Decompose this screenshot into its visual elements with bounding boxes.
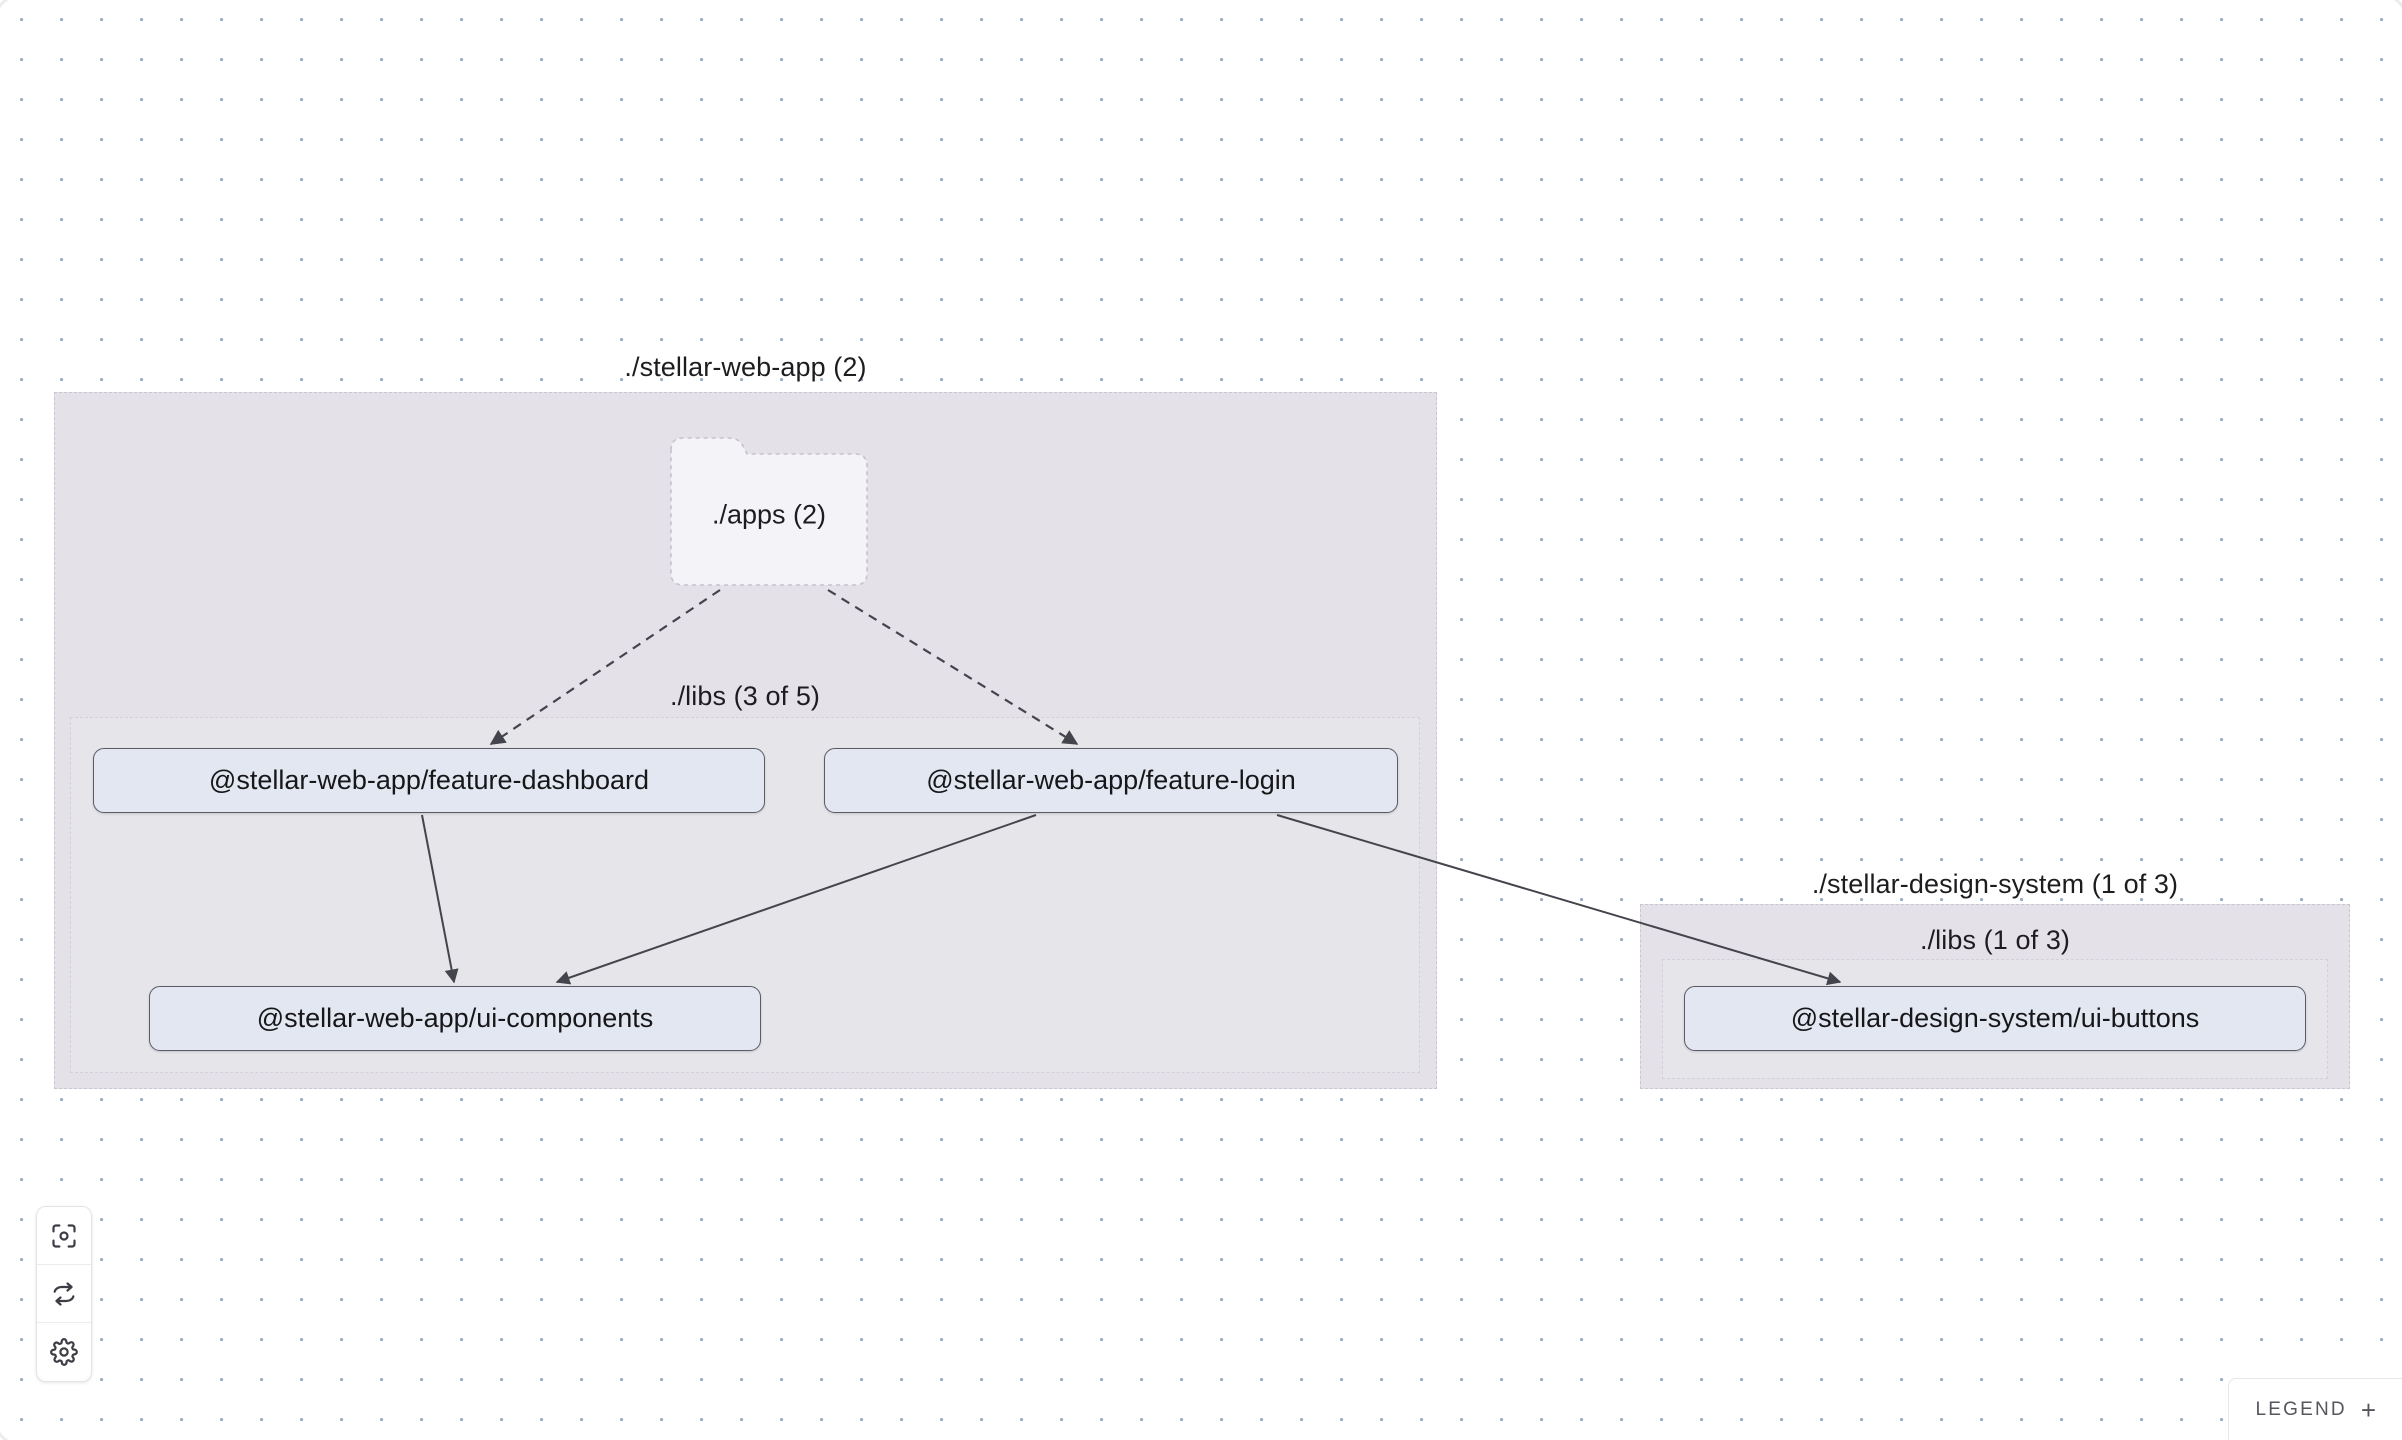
refresh-icon	[53, 1281, 75, 1306]
lib-node-feature-login[interactable]: @stellar-web-app/feature-login	[824, 748, 1398, 813]
lib-node-feature-dashboard[interactable]: @stellar-web-app/feature-dashboard	[93, 748, 765, 813]
dir-group-title-stellar-design-system-libs: ./libs (1 of 3)	[1919, 925, 2071, 955]
lib-node-ui-buttons[interactable]: @stellar-design-system/ui-buttons	[1684, 986, 2306, 1051]
focus-graph-button[interactable]	[37, 1207, 91, 1265]
settings-button[interactable]	[37, 1323, 91, 1381]
folder-node-label-apps: ./apps (2)	[711, 499, 827, 529]
lib-node-ui-components[interactable]: @stellar-web-app/ui-components	[149, 986, 761, 1051]
refresh-button[interactable]	[37, 1265, 91, 1323]
folder-node-apps[interactable]: ./apps (2)	[669, 434, 869, 587]
legend-toggle[interactable]: LEGEND +	[2228, 1378, 2402, 1440]
project-group-title-stellar-web-app: ./stellar-web-app (2)	[624, 352, 867, 382]
lib-node-label-feature-dashboard: @stellar-web-app/feature-dashboard	[208, 765, 650, 795]
focus-target-icon	[52, 1223, 76, 1248]
dir-group-title-stellar-web-app-libs: ./libs (3 of 5)	[669, 681, 821, 711]
project-group-title-stellar-design-system: ./stellar-design-system (1 of 3)	[1811, 869, 2179, 899]
plus-icon: +	[2360, 1394, 2376, 1425]
folder-icon	[670, 437, 868, 586]
canvas-controls[interactable]	[36, 1206, 92, 1382]
lib-node-label-ui-buttons: @stellar-design-system/ui-buttons	[1790, 1003, 2200, 1033]
gear-icon	[50, 1338, 78, 1366]
legend-label: LEGEND	[2255, 1398, 2347, 1420]
lib-node-label-ui-components: @stellar-web-app/ui-components	[256, 1003, 654, 1033]
lib-node-label-feature-login: @stellar-web-app/feature-login	[926, 765, 1296, 795]
